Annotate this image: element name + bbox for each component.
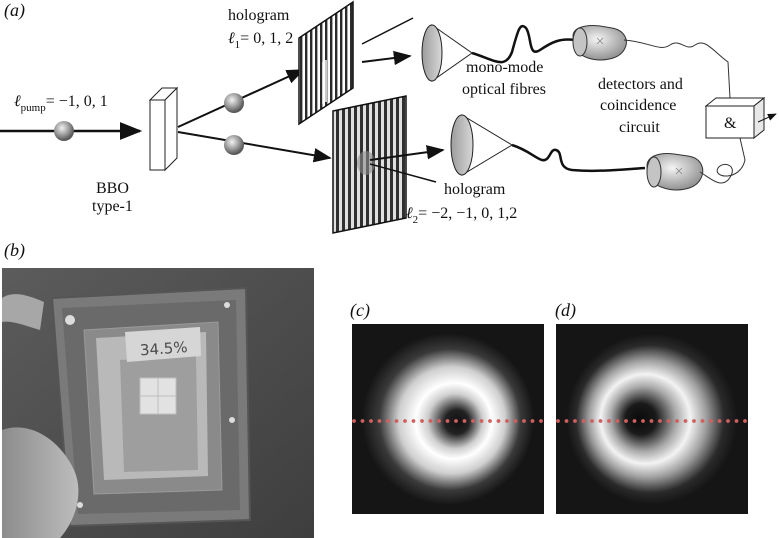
bbo-crystal-icon bbox=[148, 86, 179, 172]
cross-section-dot bbox=[607, 419, 611, 423]
cross-section-dot bbox=[598, 419, 603, 423]
hologram-2-diffracted-arrow bbox=[369, 145, 445, 161]
hologram-2-title: hologram bbox=[444, 181, 506, 198]
panel-d-label: (d) bbox=[555, 300, 576, 321]
cross-section-dot bbox=[641, 419, 645, 423]
hologram-photo: 34.5% bbox=[2, 268, 314, 538]
cross-section-dot bbox=[590, 419, 594, 423]
detector-1-wire bbox=[623, 39, 731, 99]
cross-section-dot bbox=[488, 419, 492, 423]
mode-image-d bbox=[556, 324, 748, 514]
cross-section-dot bbox=[556, 419, 560, 423]
cross-section-dot bbox=[471, 419, 475, 423]
cross-section-dot bbox=[428, 419, 433, 423]
cross-section-dot bbox=[624, 419, 628, 423]
bbo-label-line2: type-1 bbox=[92, 198, 133, 215]
cross-section-dot bbox=[360, 419, 365, 423]
hologram-1-diffracted-arrow bbox=[361, 50, 412, 66]
cross-section-dot bbox=[573, 419, 577, 423]
cross-section-dot bbox=[717, 419, 722, 423]
cross-section-dot bbox=[352, 419, 356, 423]
cross-section-dot bbox=[496, 419, 501, 423]
cross-section-dot bbox=[709, 419, 713, 423]
panel-a-label: (a) bbox=[4, 0, 25, 21]
mode-image-c bbox=[352, 324, 544, 514]
cross-section-dot bbox=[454, 419, 458, 423]
detector-label-line3: circuit bbox=[619, 119, 660, 136]
fibre-coupler-2-icon bbox=[450, 114, 513, 176]
detector-label-line1: detectors and bbox=[598, 76, 683, 93]
hologram-1-title: hologram bbox=[228, 7, 290, 24]
cross-section-dot bbox=[743, 419, 747, 423]
fibre-2 bbox=[511, 143, 646, 173]
cross-section-dot bbox=[445, 419, 450, 423]
cross-section-dot bbox=[632, 419, 637, 423]
cross-section-dot bbox=[666, 419, 671, 423]
cross-section-dot bbox=[564, 419, 569, 423]
cross-section-line-c bbox=[352, 419, 543, 423]
cross-section-dot bbox=[658, 419, 662, 423]
pump-photon-icon bbox=[54, 121, 74, 141]
cross-section-dot bbox=[692, 419, 696, 423]
cross-section-dot bbox=[462, 419, 467, 423]
cross-section-dot bbox=[700, 419, 705, 423]
detector-2-wire bbox=[699, 137, 746, 184]
cross-section-dot bbox=[505, 419, 509, 423]
cross-section-dot bbox=[386, 419, 390, 423]
cross-section-dot bbox=[394, 419, 399, 423]
cross-section-dot bbox=[530, 419, 535, 423]
cross-section-dot bbox=[649, 419, 654, 423]
detector-label-line2: coincidence bbox=[600, 97, 676, 114]
detector-1-icon bbox=[572, 25, 627, 61]
lower-beam-arrow bbox=[177, 131, 332, 163]
cross-section-dot bbox=[734, 419, 739, 423]
coincidence-and-box-icon bbox=[704, 96, 766, 140]
cross-section-dot bbox=[403, 419, 407, 423]
bbo-label-line1: BBO bbox=[96, 180, 129, 197]
cross-section-dot bbox=[581, 419, 586, 423]
detector-2-icon bbox=[646, 153, 704, 191]
and-gate-label: & bbox=[724, 115, 737, 132]
cross-section-dot bbox=[437, 419, 441, 423]
cross-section-line-d bbox=[556, 419, 747, 423]
cross-section-dot bbox=[420, 419, 424, 423]
fibre-label-line2: optical fibres bbox=[462, 81, 546, 98]
fibre-label-line1: mono-mode bbox=[466, 59, 543, 76]
cross-section-dot bbox=[539, 419, 543, 423]
lower-photon-icon bbox=[224, 135, 244, 155]
pump-label: ℓpump= −1, 0, 1 bbox=[14, 93, 108, 114]
cross-section-dot bbox=[411, 419, 416, 423]
upper-photon-icon bbox=[224, 93, 244, 113]
cross-section-dot bbox=[675, 419, 679, 423]
photo-label-text: 34.5% bbox=[139, 338, 188, 359]
hologram-1-zero-order-beam bbox=[361, 17, 414, 45]
cross-section-dot bbox=[615, 419, 620, 423]
hologram-2-zero-order-beam bbox=[369, 163, 437, 183]
cross-section-dot bbox=[726, 419, 730, 423]
cross-section-dot bbox=[683, 419, 688, 423]
hologram-1-values: ℓ1= 0, 1, 2 bbox=[228, 30, 293, 51]
cross-section-dot bbox=[369, 419, 373, 423]
cross-section-dot bbox=[513, 419, 518, 423]
panel-c-label: (c) bbox=[350, 300, 370, 321]
coincidence-output-arrow bbox=[757, 113, 777, 123]
cross-section-dot bbox=[377, 419, 382, 423]
cross-section-dot bbox=[479, 419, 484, 423]
hologram-2-values: ℓ2= −2, −1, 0, 1,2 bbox=[406, 205, 517, 226]
panel-b-label: (b) bbox=[4, 240, 25, 261]
fibre-coupler-1-icon bbox=[421, 24, 473, 82]
cross-section-dot bbox=[522, 419, 526, 423]
fibre-1 bbox=[471, 24, 576, 64]
